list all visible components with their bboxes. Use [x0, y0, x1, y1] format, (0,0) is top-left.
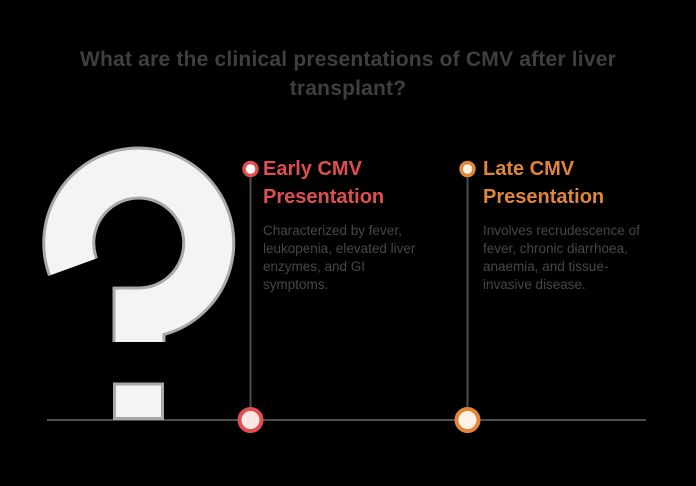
- question-mark-dot: [113, 382, 164, 420]
- early-presentation-description: Characterized by fever, leukopenia, elev…: [263, 223, 416, 292]
- late-presentation-card: Late CMV Presentation Involves recrudesc…: [483, 155, 643, 294]
- early-bottom-marker: [237, 407, 264, 433]
- early-presentation-heading: Early CMV Presentation: [263, 158, 385, 208]
- late-bottom-marker: [454, 407, 481, 433]
- late-presentation-heading: Late CMV Presentation: [483, 158, 605, 208]
- early-top-marker: [242, 160, 259, 178]
- late-top-marker: [459, 160, 476, 178]
- question-mark-icon: [42, 146, 236, 420]
- late-presentation-description: Involves recrudescence of fever, chronic…: [483, 223, 640, 292]
- early-presentation-card: Early CMV Presentation Characterized by …: [263, 155, 423, 294]
- page-title: What are the clinical presentations of C…: [80, 48, 616, 100]
- question-mark-body: [45, 149, 233, 342]
